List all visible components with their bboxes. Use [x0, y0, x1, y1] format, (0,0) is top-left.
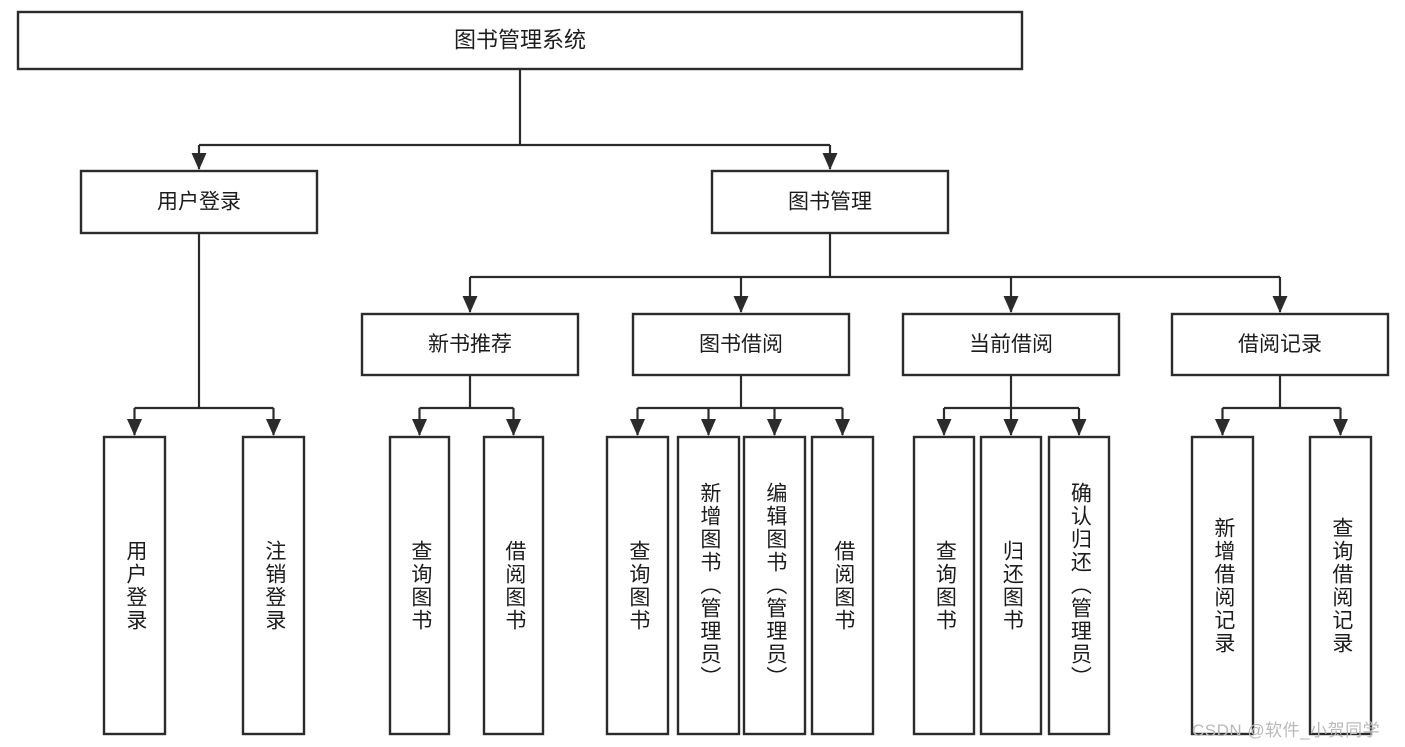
- node-boxes-layer: [16, 10, 1390, 736]
- node-box-leaf-query-record[interactable]: [1308, 435, 1373, 736]
- node-label-user-login: 用户登录: [157, 191, 241, 214]
- node-box-new-book-recommend[interactable]: [360, 312, 580, 377]
- node-box-leaf-user-login[interactable]: [102, 435, 167, 736]
- arrow-level2-0: [462, 296, 478, 313]
- arrow-leaf-2-0: [630, 419, 645, 436]
- arrow-leaf-0-0: [127, 419, 142, 436]
- arrow-root-0: [191, 153, 207, 170]
- arrow-level2-1: [733, 296, 749, 313]
- csdn-watermark: CSDN @软件_小贺同学: [1192, 721, 1381, 740]
- node-box-book-borrow[interactable]: [631, 312, 851, 377]
- arrow-leaf-3-2: [1071, 419, 1087, 436]
- arrow-leaf-3-1: [1003, 419, 1019, 436]
- node-label-book-borrow: 图书借阅: [699, 333, 783, 356]
- node-box-leaf-query-book-1[interactable]: [388, 435, 451, 736]
- node-box-leaf-edit-book[interactable]: [742, 435, 807, 736]
- node-box-current-borrow[interactable]: [901, 312, 1121, 377]
- node-box-leaf-add-record[interactable]: [1190, 435, 1255, 736]
- arrow-leaf-2-1: [701, 419, 716, 436]
- node-box-book-manage[interactable]: [710, 169, 950, 235]
- arrow-leaf-4-0: [1215, 419, 1230, 436]
- node-label-new-book-recommend: 新书推荐: [428, 333, 512, 356]
- node-box-root[interactable]: [16, 10, 1024, 71]
- arrow-leaf-2-3: [835, 419, 850, 436]
- arrow-leaf-1-0: [412, 419, 427, 436]
- node-box-leaf-borrow-book-1[interactable]: [482, 435, 545, 736]
- arrow-level2-2: [1003, 296, 1019, 313]
- node-label-root: 图书管理系统: [454, 27, 586, 52]
- node-label-borrow-record: 借阅记录: [1238, 333, 1322, 356]
- node-box-leaf-logout[interactable]: [241, 435, 306, 736]
- arrow-root-1: [822, 153, 838, 170]
- node-box-leaf-return-book[interactable]: [979, 435, 1043, 736]
- connectors-layer: [127, 69, 1348, 436]
- node-box-leaf-query-book-2[interactable]: [605, 435, 670, 736]
- arrow-leaf-1-1: [506, 419, 521, 436]
- node-label-current-borrow: 当前借阅: [969, 333, 1053, 356]
- arrow-level2-3: [1272, 296, 1288, 313]
- node-box-leaf-borrow-book-2[interactable]: [810, 435, 875, 736]
- node-box-leaf-confirm-return[interactable]: [1047, 435, 1111, 736]
- node-box-user-login[interactable]: [79, 169, 319, 235]
- arrow-leaf-3-0: [936, 419, 952, 436]
- node-box-borrow-record[interactable]: [1170, 312, 1390, 377]
- arrow-leaf-2-2: [767, 419, 782, 436]
- arrow-leaf-4-1: [1333, 419, 1348, 436]
- node-label-book-manage: 图书管理: [788, 191, 872, 214]
- node-box-leaf-add-book[interactable]: [676, 435, 741, 736]
- node-box-leaf-query-book-3[interactable]: [912, 435, 976, 736]
- arrow-leaf-0-1: [266, 419, 281, 436]
